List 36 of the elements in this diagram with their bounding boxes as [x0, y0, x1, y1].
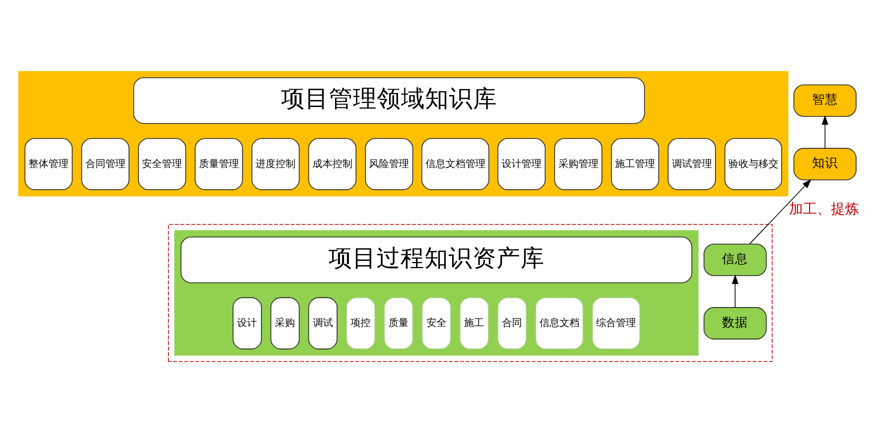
node-box: 项目管理领域知识库 — [133, 77, 645, 124]
node-box: 设计管理 — [497, 138, 546, 190]
arrow — [732, 274, 738, 308]
node-box: 整体管理 — [24, 138, 73, 190]
node-box: 安全 — [422, 297, 451, 350]
node-box: 调试 — [308, 297, 338, 350]
cluster — [174, 230, 698, 356]
node-box: 项目过程知识资产库 — [180, 236, 692, 284]
node-box: 信息文档 — [535, 297, 584, 350]
node-box: 数据 — [704, 307, 767, 340]
cluster — [18, 71, 788, 196]
node-box: 风险管理 — [365, 138, 414, 190]
node-box: 采购 — [270, 297, 300, 350]
node-box: 合同管理 — [81, 138, 130, 190]
node-box: 质量 — [384, 297, 414, 350]
node-box: 项控 — [346, 297, 376, 350]
node-box: 采购管理 — [554, 138, 602, 190]
node-box: 调试管理 — [668, 138, 716, 190]
node-box: 验收与移交 — [724, 138, 782, 190]
node-box: 质量管理 — [194, 138, 243, 190]
node-box: 综合管理 — [592, 297, 640, 350]
node-box: 进度控制 — [252, 138, 300, 190]
node-box: 设计 — [232, 297, 262, 350]
node-box: 智慧 — [793, 84, 857, 117]
edge-label: 加工、提炼 — [788, 202, 859, 218]
node-box: 知识 — [793, 148, 857, 180]
node-box: 信息 — [704, 244, 767, 276]
node-box: 信息文档管理 — [421, 138, 490, 190]
node-box: 施工 — [460, 297, 489, 350]
arrow — [749, 179, 812, 244]
node-box: 成本控制 — [308, 138, 356, 190]
arrow — [822, 115, 828, 149]
node-box: 安全管理 — [138, 138, 186, 190]
node-box: 合同 — [497, 297, 527, 350]
cluster — [168, 224, 773, 362]
node-box: 施工管理 — [611, 138, 660, 190]
